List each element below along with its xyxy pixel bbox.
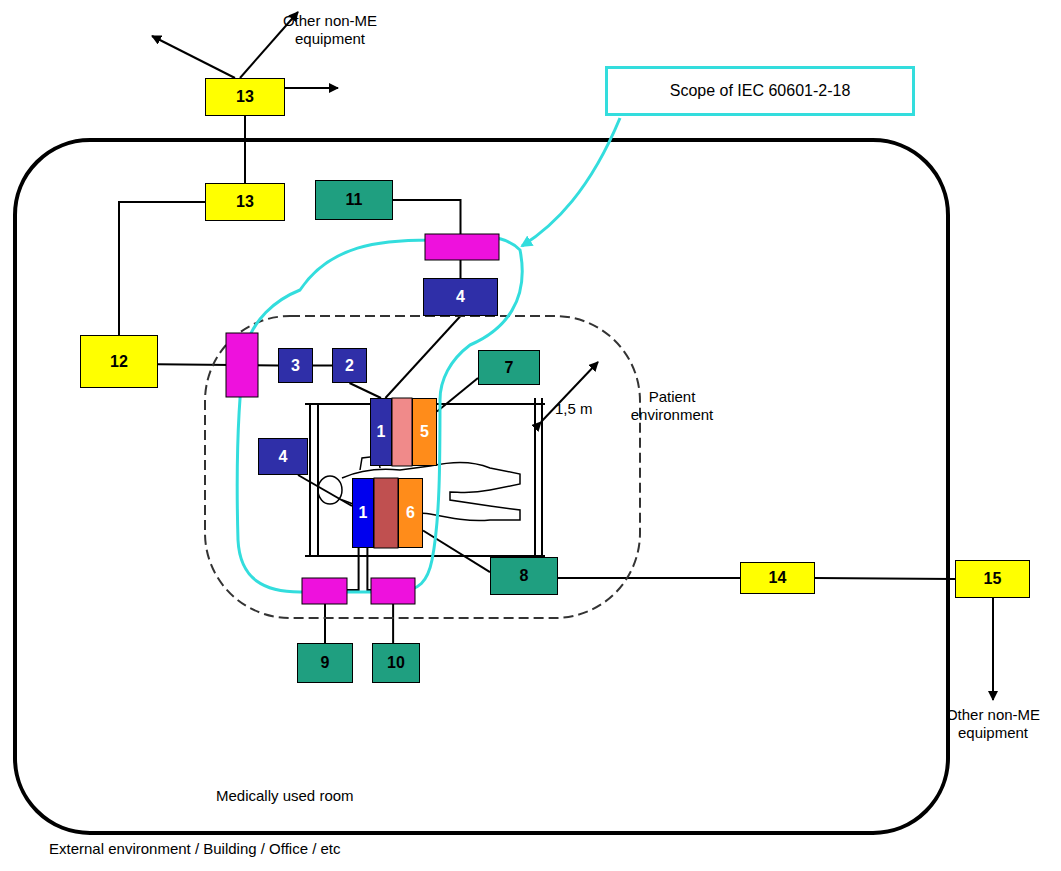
- connector-block: [302, 578, 347, 604]
- equipment-box: 14: [740, 562, 815, 594]
- equipment-box: 3: [278, 348, 313, 383]
- coupling-stripe: [392, 398, 412, 466]
- equipment-box: 4: [423, 278, 498, 316]
- connector-line: [350, 383, 382, 398]
- patient-environment-outline: [205, 316, 640, 618]
- connector-block: [425, 234, 499, 260]
- connector-block: [226, 333, 258, 397]
- equipment-box: 13: [205, 78, 285, 116]
- equipment-box: 10: [372, 643, 420, 683]
- scope-pointer: [522, 118, 620, 246]
- connector-line: [385, 316, 460, 398]
- connector-line: [298, 475, 352, 506]
- connector-line: [158, 364, 278, 365]
- equipment-box: 7: [478, 350, 540, 385]
- text-label: Other non-ME equipment: [265, 12, 395, 48]
- output-arrow: [992, 598, 994, 700]
- connector-line: [558, 577, 740, 579]
- connector-line: [815, 578, 955, 579]
- equipment-box: 1: [352, 478, 374, 548]
- equipment-box: 6: [398, 478, 423, 548]
- equipment-box: 4: [258, 438, 308, 475]
- equipment-box: 11: [315, 180, 393, 220]
- callout-number: 11: [346, 191, 363, 209]
- connector-line: [244, 116, 246, 183]
- output-arrow: [152, 36, 235, 78]
- scope-text: Scope of IEC 60601-2-18: [670, 82, 851, 100]
- callout-number: 6: [406, 504, 415, 522]
- equipment-box: 12: [80, 335, 158, 388]
- connector-line: [119, 202, 205, 335]
- callout-number: 2: [345, 357, 354, 375]
- callout-number: 1: [377, 423, 386, 441]
- equipment-box: 13: [205, 183, 285, 221]
- callout-number: 10: [387, 654, 405, 672]
- equipment-box: 2: [332, 348, 367, 383]
- room-outline: [15, 140, 948, 833]
- equipment-box: 1: [370, 398, 392, 466]
- text-label: Patient environment: [607, 388, 737, 424]
- callout-number: 4: [456, 288, 465, 306]
- scope-outline: [237, 237, 522, 592]
- text-label: External environment / Building / Office…: [49, 840, 341, 858]
- callout-number: 7: [505, 359, 514, 377]
- equipment-box: 15: [955, 560, 1030, 598]
- text-label: Other non-ME equipment: [928, 706, 1058, 742]
- dimension-arrow: [541, 362, 598, 422]
- callout-number: 3: [291, 357, 300, 375]
- callout-number: 1: [359, 504, 368, 522]
- callout-number: 15: [984, 570, 1002, 588]
- equipment-box: 9: [297, 643, 353, 683]
- callout-number: 4: [279, 448, 288, 466]
- equipment-box: 5: [412, 398, 437, 466]
- coupling-stripe: [374, 478, 398, 548]
- callout-number: 13: [236, 193, 254, 211]
- callout-number: 9: [321, 654, 330, 672]
- scope-callout: Scope of IEC 60601-2-18: [605, 66, 915, 116]
- callout-number: 14: [769, 569, 787, 587]
- callout-number: 12: [110, 353, 128, 371]
- callout-number: 13: [236, 88, 254, 106]
- text-label: Medically used room: [216, 787, 354, 805]
- connector-block: [371, 578, 415, 604]
- output-arrow: [285, 87, 338, 89]
- connector-line: [313, 365, 332, 367]
- bed: [305, 398, 545, 562]
- callout-number: 8: [520, 567, 529, 585]
- text-label: 1,5 m: [555, 400, 593, 418]
- equipment-box: 8: [490, 557, 558, 595]
- callout-number: 5: [420, 423, 429, 441]
